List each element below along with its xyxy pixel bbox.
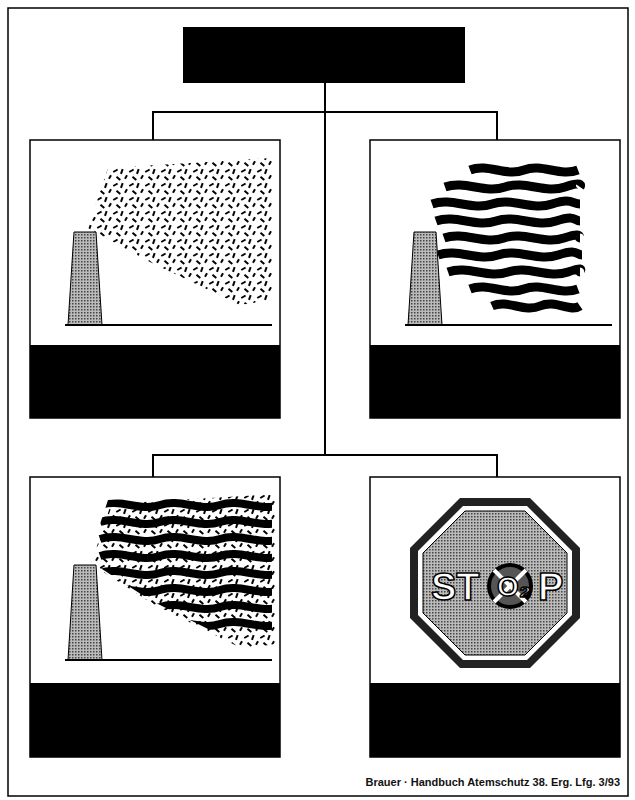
chimney	[408, 232, 442, 325]
stop-sign	[410, 498, 580, 668]
mixed-cloud	[83, 484, 283, 654]
ground-line	[65, 324, 272, 326]
ground-line	[65, 659, 272, 661]
ground-line	[405, 324, 612, 326]
source-note: Brauer · Handbuch Atemschutz 38. Erg. Lf…	[366, 777, 620, 788]
chimney	[68, 565, 102, 660]
sign-lettering: P	[538, 568, 563, 606]
label-bars	[30, 345, 620, 757]
dust-cloud	[80, 150, 280, 310]
chimney	[68, 232, 102, 325]
gas-waves	[432, 168, 582, 308]
panels	[30, 140, 620, 757]
sign-lettering: O₂	[497, 573, 531, 601]
page-frame	[8, 8, 628, 796]
sign-lettering: ST	[431, 568, 480, 606]
header-bar	[183, 27, 465, 83]
